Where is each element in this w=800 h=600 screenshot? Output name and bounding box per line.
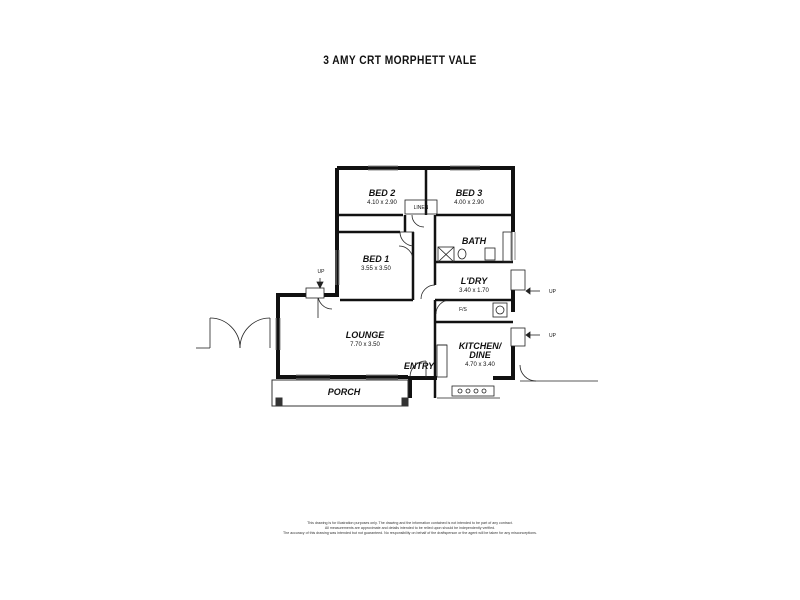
room-laundry-name: L'DRY xyxy=(461,276,488,286)
step-boxes xyxy=(305,269,526,347)
disclaimer: This drawing is for illustration purpose… xyxy=(230,521,590,536)
disclaimer-line-1: This drawing is for illustration purpose… xyxy=(307,521,513,525)
door-swings xyxy=(196,214,598,382)
room-bed1-name: BED 1 xyxy=(363,254,390,264)
label-up-kitchen: UP xyxy=(549,333,557,339)
room-bed1-dims: 3.55 x 3.50 xyxy=(361,266,391,272)
room-entry-name: ENTRY xyxy=(404,361,435,371)
room-bed2-name: BED 2 xyxy=(369,188,396,198)
room-lounge-dims: 7.70 x 3.50 xyxy=(350,342,380,348)
windows xyxy=(275,165,516,380)
room-bed3-dims: 4.00 x 2.90 xyxy=(454,200,484,206)
room-labels: BED 2 4.10 x 2.90 BED 3 4.00 x 2.90 LINE… xyxy=(318,188,557,397)
room-linen-name: LINEN xyxy=(414,205,429,211)
room-bed2-dims: 4.10 x 2.90 xyxy=(367,200,397,206)
plan-title: 3 AMY CRT MORPHETT VALE xyxy=(323,53,477,67)
room-bed3-name: BED 3 xyxy=(456,188,483,198)
room-lounge-name: LOUNGE xyxy=(346,330,385,340)
room-laundry-dims: 3.40 x 1.70 xyxy=(459,288,489,294)
room-kitchen-dims: 4.70 x 3.40 xyxy=(465,362,495,368)
porch-outline xyxy=(271,379,409,407)
outer-walls xyxy=(276,166,515,398)
room-porch-name: PORCH xyxy=(328,387,361,397)
label-up-left: UP xyxy=(318,269,326,275)
label-fs: F/S xyxy=(459,307,467,313)
room-kitchen-name: KITCHEN/ xyxy=(459,341,503,351)
fixtures xyxy=(404,199,513,399)
disclaimer-line-3: The accuracy of this drawing was intende… xyxy=(283,531,537,535)
label-up-laundry: UP xyxy=(549,289,557,295)
disclaimer-line-2: All measurements are approximate and det… xyxy=(324,526,496,530)
room-kitchen-name2: DINE xyxy=(469,350,491,360)
room-bath-name: BATH xyxy=(462,236,487,246)
step-arrows xyxy=(316,278,540,339)
